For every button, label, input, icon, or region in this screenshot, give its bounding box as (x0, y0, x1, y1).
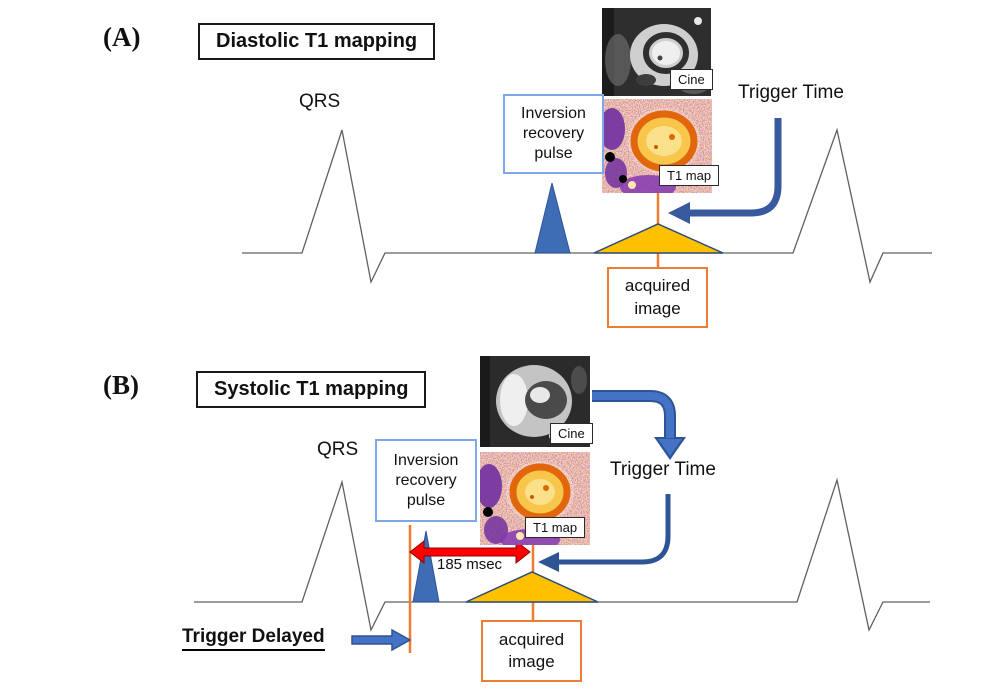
panel-a-cine-image (602, 8, 711, 101)
inversion-pulse-triangle-a (534, 182, 571, 254)
acquisition-window-triangle-b (465, 571, 599, 603)
cine-to-trigger-arrowhead (658, 439, 682, 456)
panel-b-cine-tag: Cine (550, 423, 593, 444)
panel-a-acquired-image-box: acquired image (607, 267, 708, 328)
cine-to-trigger-arrow-border (592, 390, 676, 438)
panel-b-trigger-time-label: Trigger Time (610, 459, 716, 480)
panel-a-label: (A) (103, 22, 141, 52)
delay-double-arrow (409, 539, 531, 565)
ecg-trace-a (242, 127, 932, 285)
panel-a-inversion-pulse-box: Inversion recovery pulse (503, 94, 604, 174)
panel-a-shapes (242, 118, 932, 285)
panel-a-title: Diastolic T1 mapping (198, 23, 436, 60)
panel-b-title: Systolic T1 mapping (196, 371, 427, 408)
acquisition-window-triangle-a (593, 223, 724, 254)
panel-a-cine-tag: Cine (670, 69, 713, 90)
panel-a-qrs-label: QRS (299, 91, 341, 112)
panel-b-label: (B) (103, 370, 139, 400)
trigger-delayed-arrow (351, 628, 412, 652)
trigger-time-arrow-b (558, 494, 671, 565)
cine-to-trigger-arrow (592, 392, 674, 438)
panel-b-cine-image (480, 356, 590, 452)
delay-duration-label: 185 msec (437, 556, 503, 573)
panel-b-acquired-image-box: acquired image (481, 620, 582, 682)
inversion-pulse-triangle-b (412, 530, 440, 603)
panel-b-shapes (194, 390, 930, 653)
trigger-time-arrowhead-a (668, 202, 690, 224)
trigger-time-arrowhead-b (538, 552, 559, 572)
trigger-time-arrow-a (687, 118, 782, 217)
panel-a-t1-map-tag: T1 map (659, 165, 720, 186)
panel-a-trigger-time-label: Trigger Time (738, 82, 844, 103)
trigger-delayed-label: Trigger Delayed (182, 626, 325, 651)
panel-b-qrs-label: QRS (317, 439, 359, 460)
panel-b-t1-map-tag: T1 map (525, 517, 586, 538)
panel-b-inversion-pulse-box: Inversion recovery pulse (375, 439, 477, 522)
